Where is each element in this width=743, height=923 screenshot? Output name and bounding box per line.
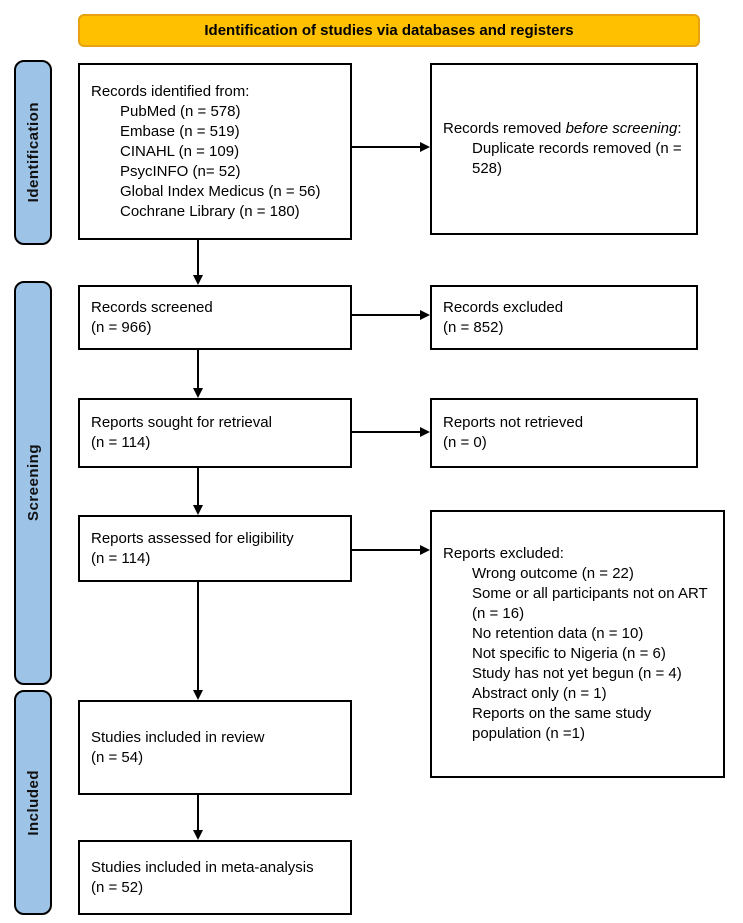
arrow-assessed-to-review [193, 582, 203, 700]
studies-in-review-count: (n = 54) [91, 748, 144, 766]
db-count-cochrane: Cochrane Library (n = 180) [120, 202, 300, 220]
exclusion-reason-not-begun: Study has not yet begun (n = 4) [472, 665, 682, 682]
diagram-title: Identification of studies via databases … [204, 22, 574, 39]
reports-assessed-count: (n = 114) [91, 549, 151, 567]
box-records-identified: Records identified from: PubMed (n = 578… [78, 63, 352, 240]
exclusion-reason-same-population: Reports on the same study population (n … [472, 705, 652, 742]
db-count-gim: Global Index Medicus (n = 56) [120, 182, 321, 200]
reports-excluded-title: Reports excluded: [443, 545, 564, 562]
arrow-screened-to-excluded [352, 310, 430, 320]
reports-sought-count: (n = 114) [91, 434, 151, 451]
db-count-pubmed: PubMed (n = 578) [120, 102, 241, 120]
db-count-cinahl: CINAHL (n = 109) [120, 142, 240, 160]
exclusion-reason-not-nigeria: Not specific to Nigeria (n = 6) [472, 645, 666, 662]
duplicates-removed-count: Duplicate records removed (n = 528) [472, 140, 682, 177]
phase-label-included: Included [14, 690, 52, 915]
exclusion-reason-not-on-art: Some or all participants not on ART (n =… [472, 585, 708, 622]
records-screened-count: (n = 966) [91, 318, 152, 336]
box-reports-assessed: Reports assessed for eligibility (n = 11… [78, 515, 352, 582]
records-removed-title-suffix: : [677, 120, 682, 137]
box-studies-in-review: Studies included in review (n = 54) [78, 700, 352, 795]
studies-in-review-label: Studies included in review [91, 728, 265, 746]
phase-label-identification: Identification [14, 60, 52, 245]
db-count-embase: Embase (n = 519) [120, 122, 240, 140]
box-reports-not-retrieved: Reports not retrieved (n = 0) [430, 398, 698, 468]
exclusion-reason-wrong-outcome: Wrong outcome (n = 22) [472, 565, 634, 582]
arrow-screened-to-sought [193, 350, 203, 398]
reports-not-retrieved-count: (n = 0) [443, 434, 487, 451]
phase-label-included-text: Included [24, 769, 42, 836]
reports-not-retrieved-label: Reports not retrieved [443, 414, 584, 431]
phase-label-identification-text: Identification [24, 102, 42, 203]
arrow-identified-to-screened [193, 240, 203, 285]
box-reports-excluded: Reports excluded: Wrong outcome (n = 22)… [430, 510, 725, 778]
reports-sought-label: Reports sought for retrieval [91, 414, 272, 431]
box-records-identified-title: Records identified from: [91, 82, 250, 100]
arrow-assessed-to-reports-excluded [352, 545, 430, 555]
phase-label-screening-text: Screening [24, 444, 42, 522]
diagram-title-banner: Identification of studies via databases … [78, 14, 700, 47]
records-removed-title-prefix: Records removed [443, 120, 566, 137]
reports-assessed-label: Reports assessed for eligibility [91, 529, 294, 547]
records-excluded-count: (n = 852) [443, 318, 504, 336]
phase-label-screening: Screening [14, 281, 52, 685]
box-studies-in-meta-analysis: Studies included in meta-analysis (n = 5… [78, 840, 352, 915]
records-screened-label: Records screened [91, 298, 213, 316]
box-records-screened: Records screened (n = 966) [78, 285, 352, 350]
arrow-sought-to-not-retrieved [352, 427, 430, 437]
box-records-removed-title: Records removed before screening: [443, 119, 688, 139]
records-excluded-label: Records excluded [443, 298, 564, 316]
arrow-sought-to-assessed [193, 468, 203, 515]
db-count-psycinfo: PsycINFO (n= 52) [120, 162, 241, 180]
studies-in-meta-count: (n = 52) [91, 878, 144, 896]
box-records-removed: Records removed before screening: Duplic… [430, 63, 698, 235]
box-reports-sought: Reports sought for retrieval (n = 114) [78, 398, 352, 468]
records-removed-title-italic: before screening [565, 120, 678, 137]
studies-in-meta-label: Studies included in meta-analysis [91, 858, 314, 876]
exclusion-reason-no-retention: No retention data (n = 10) [472, 625, 644, 642]
exclusion-reason-abstract-only: Abstract only (n = 1) [472, 685, 607, 702]
box-records-excluded: Records excluded (n = 852) [430, 285, 698, 350]
arrow-identified-to-removed [352, 142, 430, 152]
arrow-review-to-meta [193, 795, 203, 840]
